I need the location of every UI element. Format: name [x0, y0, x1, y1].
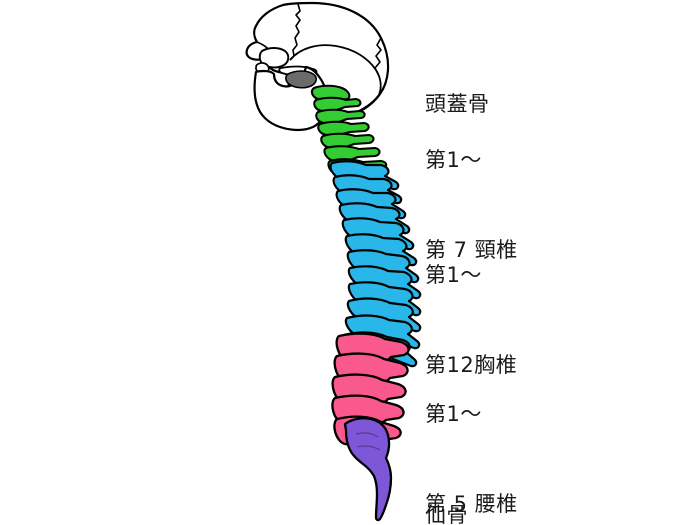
vertebra-c4 [317, 120, 370, 137]
vertebra-c3 [315, 108, 366, 125]
coronal-suture [289, 3, 301, 61]
sacral-ridge-1 [355, 432, 379, 438]
cervical-vertebrae-group [310, 84, 388, 177]
label-lumbar-line1: 第1〜 [425, 402, 482, 426]
label-cervical-line1: 第1〜 [425, 148, 482, 172]
label-sacrum: 仙骨 [425, 440, 468, 525]
label-thoracic-line2: 第12胸椎 [425, 353, 518, 377]
label-skull: 頭蓋骨 [425, 29, 490, 179]
label-cervical-line2: 第 7 頸椎 [425, 238, 518, 262]
squamosal-suture [289, 44, 382, 96]
label-skull-line1: 頭蓋骨 [425, 92, 490, 116]
skull-group [245, 1, 390, 132]
ear-region [285, 70, 317, 89]
sacral-ridge-2 [356, 445, 381, 451]
vertebra-c5 [320, 132, 375, 150]
lambdoid-suture [374, 37, 382, 75]
label-cervical: 第1〜 第 7 頸椎 [425, 85, 518, 325]
sacrum-group [343, 417, 393, 522]
vertebra-c1 [310, 84, 351, 102]
orbit-shape [258, 47, 290, 69]
sacrum-coccyx-shape [343, 417, 393, 522]
label-thoracic: 第1〜 第12胸椎 [425, 200, 517, 440]
vertebra-c6 [323, 145, 381, 163]
thoracic-vertebrae-group [329, 160, 422, 368]
label-lumbar: 第1〜 第 5 腰椎 [425, 339, 518, 525]
vertebra-c2 [313, 96, 362, 113]
label-sacrum-line1: 仙骨 [425, 503, 468, 525]
label-lumbar-line2: 第 5 腰椎 [425, 492, 518, 516]
label-thoracic-line1: 第1〜 [425, 263, 482, 287]
